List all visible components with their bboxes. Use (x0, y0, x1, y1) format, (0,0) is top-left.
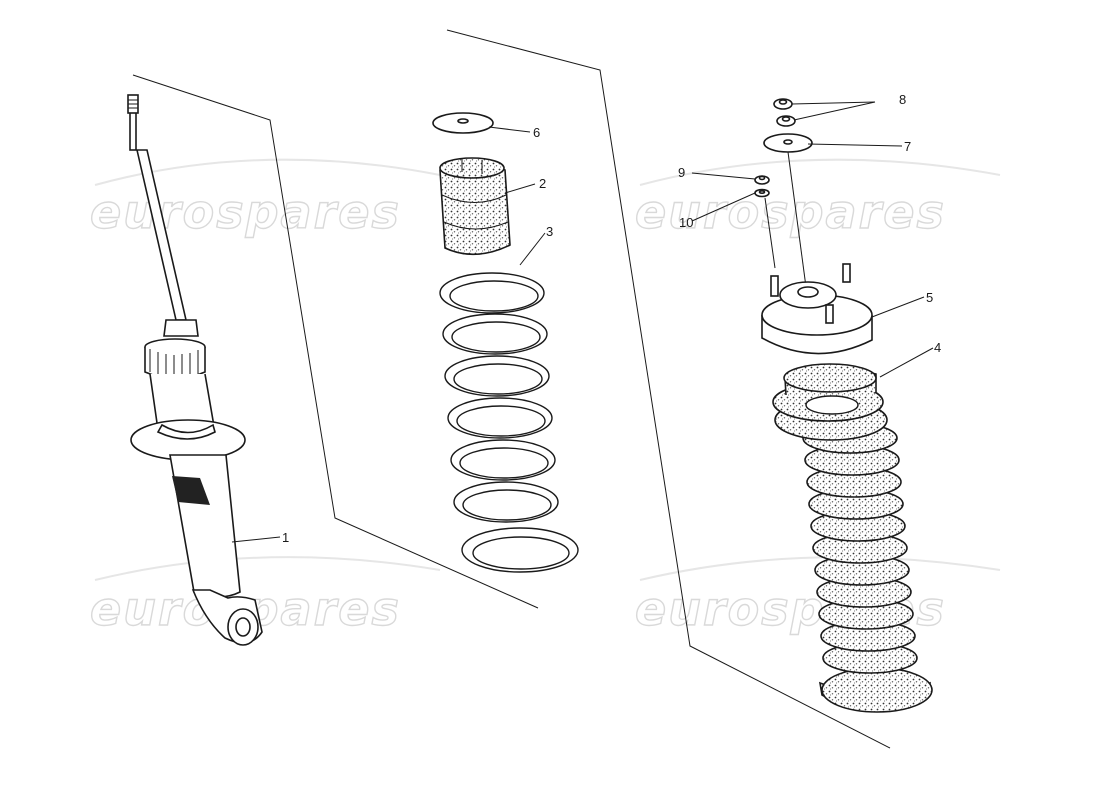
mount-washer-icon (763, 133, 813, 153)
callout-2: 2 (539, 176, 546, 191)
callout-9: 9 (678, 165, 685, 180)
callout-labels: 1 2 3 4 5 6 7 8 9 10 (282, 92, 941, 545)
alignment-lines (764, 151, 807, 288)
coil-spring-icon (439, 272, 579, 573)
callout-1: 1 (282, 530, 289, 545)
callout-8: 8 (899, 92, 906, 107)
callout-5: 5 (926, 290, 933, 305)
bump-stop-icon (439, 157, 511, 256)
leader-lines (231, 101, 934, 543)
watermark-text: eurospares (90, 185, 401, 239)
nut-icon (773, 98, 796, 127)
washer-icon (754, 188, 770, 198)
upper-washer-icon (432, 112, 494, 134)
assembly-guide-lines (132, 29, 891, 749)
nut-icon (754, 175, 770, 185)
callout-3: 3 (546, 224, 553, 239)
dust-boot-icon (772, 363, 933, 713)
callout-7: 7 (904, 139, 911, 154)
top-mount-icon (761, 263, 873, 355)
watermark-text: eurospares (635, 185, 946, 239)
callout-10: 10 (679, 215, 693, 230)
callout-6: 6 (533, 125, 540, 140)
callout-4: 4 (934, 340, 941, 355)
shock-absorber-icon (127, 94, 263, 646)
watermark: eurospares eurospares eurospares eurospa… (89, 158, 1001, 637)
